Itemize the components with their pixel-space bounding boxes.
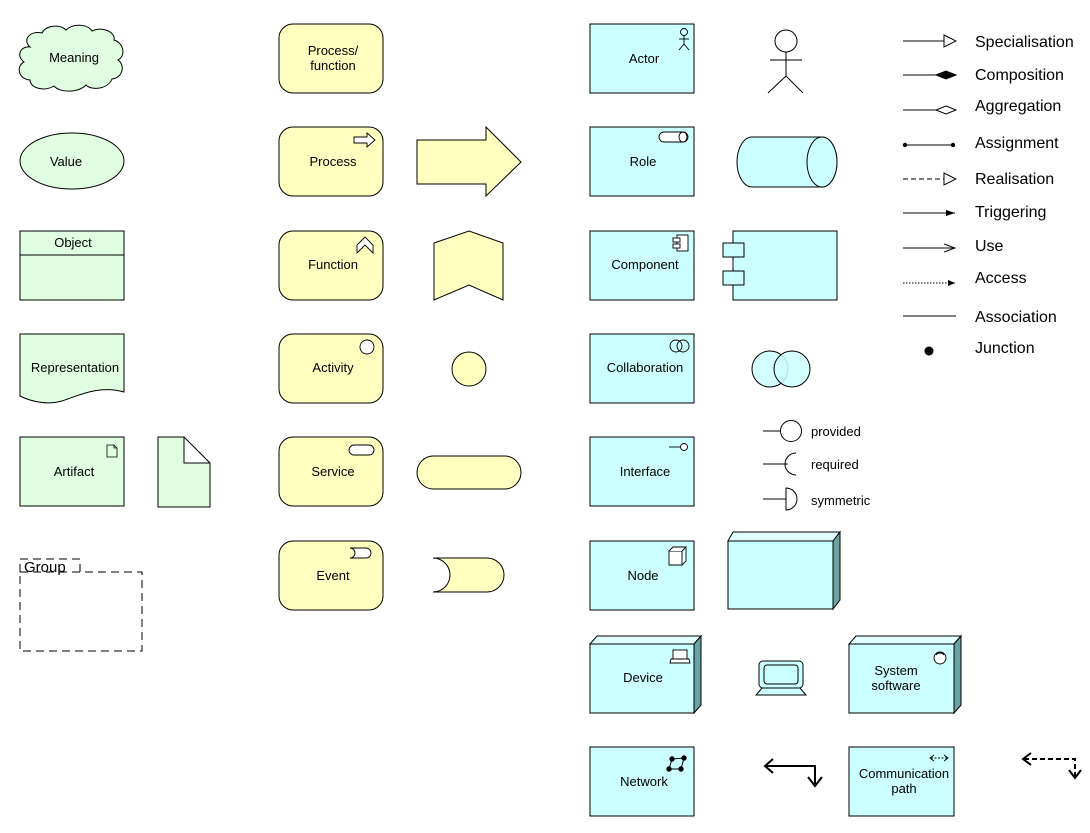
relation-label: Use: [975, 238, 1004, 255]
collaboration-shape: Collaboration: [589, 333, 695, 404]
relation-label: Realisation: [975, 171, 1054, 188]
interface-shape: Interface: [589, 436, 695, 507]
role-shape: Role: [589, 126, 695, 197]
value-shape: Value: [19, 132, 125, 190]
relations-legend: Specialisation Composition Aggregation A…: [902, 34, 1074, 357]
component-shape: Component: [589, 230, 695, 301]
relation-label: Junction: [975, 340, 1035, 357]
relation-label: Association: [975, 309, 1057, 326]
provided-interface-icon: [780, 420, 802, 442]
system-software-disc-icon: [933, 651, 947, 665]
meaning-label: Meaning: [49, 50, 99, 65]
network-label: Network: [620, 774, 668, 789]
interface-lollipop-icon: [669, 443, 688, 451]
junction-dot-icon: [924, 346, 934, 356]
relation-label: Specialisation: [975, 34, 1074, 51]
role-cylinder-icon: [658, 131, 689, 143]
process-big-arrow-icon: [416, 125, 522, 198]
artifact-icon: [106, 444, 118, 458]
required-label: required: [811, 457, 859, 472]
process-shape: Process: [278, 126, 384, 197]
activity-circle-icon: [359, 339, 375, 355]
role-big-cylinder-icon: [736, 136, 838, 188]
representation-shape: Representation: [19, 333, 125, 404]
process-arrow-icon: [353, 132, 376, 148]
actor-stick-icon: [678, 28, 690, 51]
service-big-pill-icon: [416, 455, 522, 490]
node-big-cube-icon: [727, 530, 842, 611]
function-big-chevron-icon: [433, 230, 504, 301]
event-icon: [349, 547, 372, 559]
component-label: Component: [611, 257, 679, 272]
symmetric-interface-icon: [785, 487, 798, 511]
interface-label: Interface: [620, 464, 671, 479]
interface-provided: provided: [763, 420, 861, 442]
communication-path-big-arrow-icon: [1021, 752, 1082, 780]
actor-shape: Actor: [589, 23, 695, 94]
node-cube-icon: [668, 546, 688, 566]
value-label: Value: [50, 154, 82, 169]
service-shape: Service: [278, 436, 384, 507]
artifact-label: Artifact: [54, 464, 95, 479]
event-big-icon: [432, 557, 505, 593]
relation-label: Aggregation: [975, 98, 1061, 115]
artifact-page-icon: [157, 436, 211, 508]
interface-required: required: [763, 452, 859, 476]
network-big-arrow-icon: [763, 758, 823, 788]
actor-label: Actor: [629, 51, 660, 66]
collaboration-big-circles-icon: [751, 350, 811, 388]
relation-label: Composition: [975, 67, 1064, 84]
device-laptop-icon: [669, 649, 691, 664]
meaning-shape: Meaning: [18, 24, 124, 92]
provided-label: provided: [811, 424, 861, 439]
component-big-icon: [722, 230, 838, 301]
object-shape: Object: [19, 230, 125, 301]
network-shape: Network: [589, 746, 695, 817]
actor-big-stick-icon: [767, 29, 804, 94]
object-label: Object: [54, 235, 92, 250]
cloud-icon: [18, 24, 124, 92]
required-interface-icon: [784, 452, 797, 476]
artifact-shape: Artifact: [19, 436, 125, 507]
collaboration-circles-icon: [669, 339, 690, 353]
node-label: Node: [627, 568, 658, 583]
event-label: Event: [316, 568, 350, 583]
activity-label: Activity: [312, 360, 354, 375]
process-label: Process: [310, 154, 357, 169]
device-big-monitor-icon: [754, 660, 808, 696]
communication-path-icon: [929, 754, 949, 762]
relation-label: Assignment: [975, 135, 1059, 152]
service-label: Service: [311, 464, 354, 479]
service-pill-icon: [348, 444, 375, 456]
interface-symmetric: symmetric: [763, 487, 871, 511]
symmetric-label: symmetric: [811, 493, 871, 508]
collaboration-label: Collaboration: [607, 360, 684, 375]
process-function-shape: Process/function: [278, 23, 384, 94]
device-shape: Device: [588, 634, 703, 715]
group-shape: Group: [19, 558, 143, 652]
relation-label: Access: [975, 270, 1027, 287]
role-label: Role: [630, 154, 657, 169]
network-icon: [666, 755, 687, 772]
activity-big-circle-icon: [451, 351, 487, 387]
group-label: Group: [24, 559, 66, 576]
device-label: Device: [623, 670, 663, 685]
function-chevron-icon: [356, 236, 374, 255]
function-shape: Function: [278, 230, 384, 301]
node-shape: Node: [589, 540, 695, 611]
function-label: Function: [308, 257, 358, 272]
component-icon: [672, 234, 689, 252]
activity-shape: Activity: [278, 333, 384, 404]
representation-label: Representation: [31, 360, 119, 375]
process-function-label: Process/function: [308, 43, 359, 73]
event-shape: Event: [278, 540, 384, 611]
relation-label: Triggering: [975, 204, 1046, 221]
